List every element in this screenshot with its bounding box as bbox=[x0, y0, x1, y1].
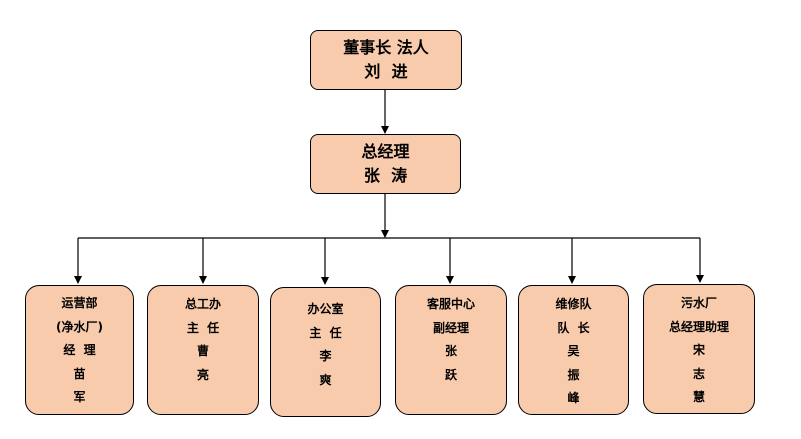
department-line: 曹 bbox=[196, 344, 209, 358]
department-line: 主 任 bbox=[309, 325, 342, 340]
department-line: 军 bbox=[73, 390, 86, 404]
department-line: 副经理 bbox=[432, 320, 469, 335]
department-line: 张 bbox=[444, 344, 457, 358]
department-line: 慧 bbox=[692, 390, 705, 404]
department-line: 志 bbox=[692, 366, 705, 381]
department-box-operations: 运营部 (净水厂) 经 理 苗 军 bbox=[25, 285, 134, 415]
department-box-customer-service: 客服中心 副经理 张 跃 bbox=[395, 285, 507, 415]
department-line: 亮 bbox=[196, 367, 209, 382]
general-manager-name: 张 涛 bbox=[363, 166, 408, 185]
department-line: 运营部 bbox=[61, 296, 98, 310]
department-line: 苗 bbox=[73, 366, 86, 381]
department-line: 吴 bbox=[567, 344, 580, 358]
general-manager-title: 总经理 bbox=[361, 142, 410, 161]
general-manager-box: 总经理 张 涛 bbox=[310, 134, 461, 194]
chairman-name: 刘 进 bbox=[364, 62, 408, 81]
chairman-title: 董事长 法人 bbox=[343, 38, 429, 57]
department-line: 总工办 bbox=[184, 297, 221, 311]
department-line: 客服中心 bbox=[426, 297, 475, 311]
department-line: 宋 bbox=[692, 343, 705, 357]
department-line: 污水厂 bbox=[680, 296, 717, 310]
department-line: 经 理 bbox=[63, 343, 96, 357]
chairman-box: 董事长 法人 刘 进 bbox=[310, 30, 462, 90]
department-box-chief-engineer-office: 总工办 主 任 曹 亮 bbox=[147, 285, 259, 415]
department-box-office: 办公室 主 任 李 爽 bbox=[270, 287, 381, 417]
department-box-maintenance-team: 维修队 队 长 吴 振 峰 bbox=[518, 285, 629, 415]
department-line: 主 任 bbox=[186, 320, 220, 335]
department-line: 峰 bbox=[567, 391, 580, 405]
department-line: 李 bbox=[319, 349, 332, 363]
department-line: 办公室 bbox=[307, 302, 344, 316]
department-line: 跃 bbox=[444, 367, 457, 382]
department-line: 维修队 bbox=[555, 297, 592, 311]
department-line: 爽 bbox=[319, 372, 332, 387]
department-line: (净水厂) bbox=[56, 319, 103, 334]
department-line: 队 长 bbox=[557, 320, 590, 335]
department-box-sewage-plant: 污水厂 总经理助理 宋 志 慧 bbox=[643, 284, 755, 414]
department-line: 振 bbox=[567, 367, 580, 382]
department-line: 总经理助理 bbox=[668, 319, 729, 334]
